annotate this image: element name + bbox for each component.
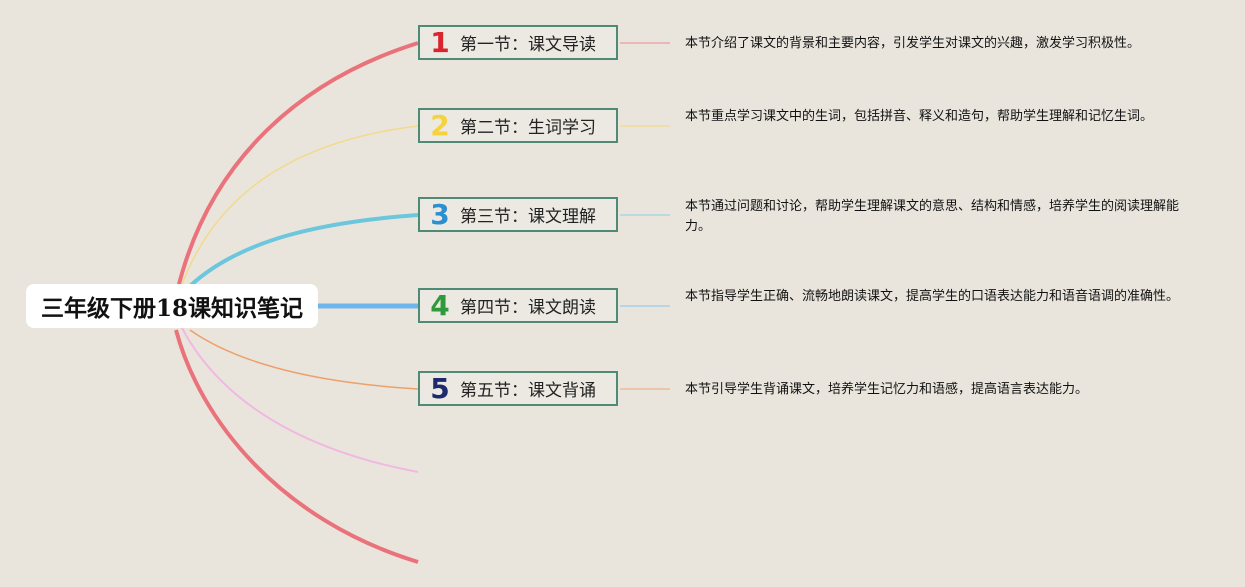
section-label: 第五节：课文背诵 <box>460 381 596 401</box>
section-label: 第三节：课文理解 <box>460 207 596 227</box>
section-description: 本节指导学生正确、流畅地朗读课文，提高学生的口语表达能力和语音语调的准确性。 <box>685 289 1180 304</box>
section-description: 本节引导学生背诵课文，培养学生记忆力和语感，提高语言表达能力。 <box>685 382 1089 397</box>
number-5-icon: 5 <box>430 371 450 405</box>
branch-7 <box>174 329 419 564</box>
section-node-1[interactable]: 1 第一节：课文导读 <box>418 25 618 60</box>
branch-1 <box>176 41 419 289</box>
branch-5 <box>189 329 419 390</box>
number-1-icon: 1 <box>430 25 450 59</box>
section-label: 第四节：课文朗读 <box>460 298 596 318</box>
section-description: 本节重点学习课文中的生词，包括拼音、释义和造句，帮助学生理解和记忆生词。 <box>685 109 1154 124</box>
number-4-icon: 4 <box>430 288 450 322</box>
section-node-5[interactable]: 5 第五节：课文背诵 <box>418 371 618 406</box>
root-topic[interactable]: 三年级下册18课知识笔记 <box>26 284 318 328</box>
section-node-3[interactable]: 3 第三节：课文理解 <box>418 197 618 232</box>
section-label: 第一节：课文导读 <box>460 35 596 55</box>
branch-2 <box>179 125 419 291</box>
number-3-icon: 3 <box>430 197 450 231</box>
section-description: 本节介绍了课文的背景和主要内容，引发学生对课文的兴趣，激发学习积极性。 <box>685 36 1141 51</box>
branch-6 <box>181 327 419 473</box>
section-node-4[interactable]: 4 第四节：课文朗读 <box>418 288 618 323</box>
section-node-2[interactable]: 2 第二节：生词学习 <box>418 108 618 143</box>
section-label: 第二节：生词学习 <box>460 118 596 138</box>
branch-3 <box>188 213 419 288</box>
number-2-icon: 2 <box>430 108 450 142</box>
section-description: 本节通过问题和讨论，帮助学生理解课文的意思、结构和情感，培养学生的阅读理解能力。 <box>685 199 1180 234</box>
